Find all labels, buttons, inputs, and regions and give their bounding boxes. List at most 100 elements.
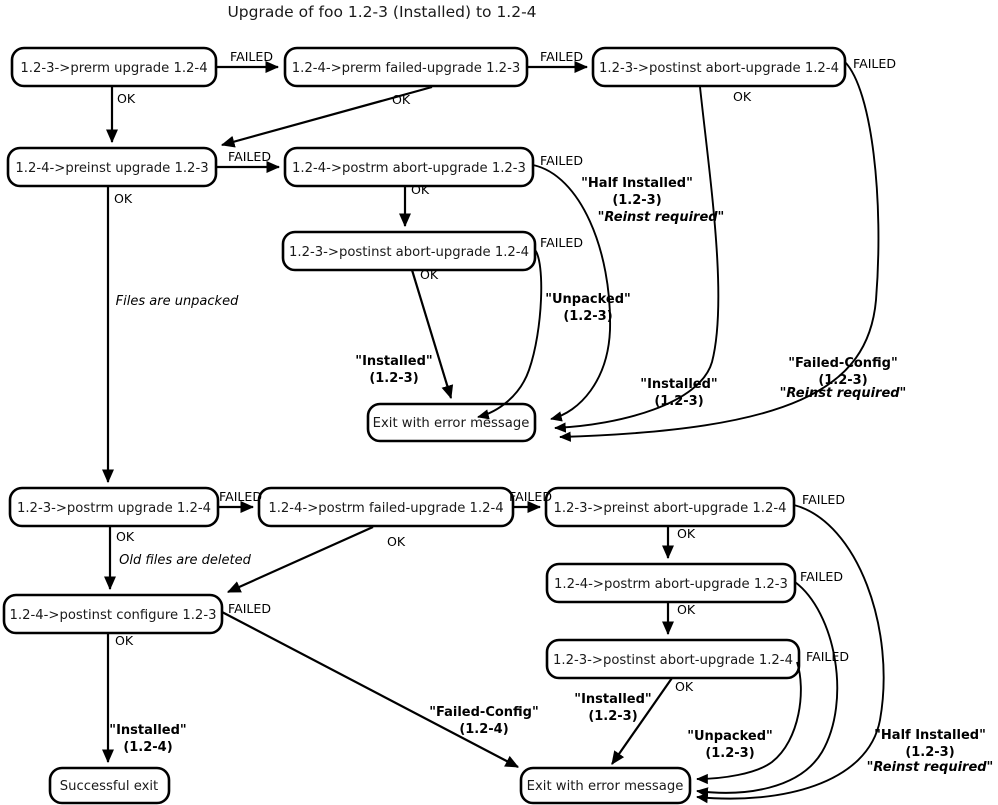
note-old-files-deleted: Old files are deleted (119, 553, 252, 568)
state-failed-config-line3: "Reinst required" (780, 386, 907, 401)
state-installed-line1: "Installed" (355, 354, 432, 369)
state-installed-mid-line2: (1.2-3) (588, 709, 637, 724)
node-postinst-configure[interactable]: 1.2-4->postinst configure 1.2-3 (2, 593, 224, 635)
edge-label-ok: OK (115, 633, 134, 648)
edge-label-failed: FAILED (540, 235, 583, 250)
state-half-installed-line3: "Reinst required" (598, 210, 725, 225)
state-half-installed-line2: (1.2-3) (612, 193, 661, 208)
edge-label-ok: OK (387, 534, 406, 549)
node-prerm-upgrade[interactable]: 1.2-3->prerm upgrade 1.2-4 (10, 46, 218, 88)
node-label: Exit with error message (527, 779, 684, 794)
edge-label-failed: FAILED (853, 56, 896, 71)
node-preinst-upgrade[interactable]: 1.2-4->preinst upgrade 1.2-3 (6, 146, 218, 188)
node-box (2, 593, 224, 635)
node-box (366, 402, 537, 443)
state-unpacked-bottom-line1: "Unpacked" (687, 729, 773, 744)
edge-postinstconfigure-failed-to-exit (221, 611, 519, 768)
state-installed-line2: (1.2-3) (369, 371, 418, 386)
edge-postinstabortmid-failed-to-exit (477, 249, 543, 420)
edge-postrmaborttop-failed-to-exit (532, 164, 611, 422)
node-box (48, 766, 171, 805)
node-preinst-abort[interactable]: 1.2-3->preinst abort-upgrade 1.2-4 (544, 486, 796, 528)
node-label: 1.2-4->postinst configure 1.2-3 (10, 608, 217, 623)
page-title: Upgrade of foo 1.2-3 (Installed) to 1.2-… (227, 3, 536, 21)
edge-label-ok: OK (411, 182, 430, 197)
node-postinst-abort-mid[interactable]: 1.2-3->postinst abort-upgrade 1.2-4 (281, 230, 537, 272)
edge-label-failed: FAILED (230, 49, 273, 64)
node-label: 1.2-3->postrm upgrade 1.2-4 (17, 501, 211, 516)
edge-label-ok: OK (677, 602, 696, 617)
state-failed-config-line1: "Failed-Config" (788, 356, 898, 371)
note-files-unpacked: Files are unpacked (116, 294, 239, 309)
node-postrm-abort-bottom[interactable]: 1.2-4->postrm abort-upgrade 1.2-3 (545, 562, 797, 604)
node-prerm-failed-upgrade[interactable]: 1.2-4->prerm failed-upgrade 1.2-3 (283, 46, 529, 88)
node-label: 1.2-4->prerm failed-upgrade 1.2-3 (292, 61, 520, 76)
node-label: Exit with error message (373, 416, 530, 431)
node-postrm-upgrade[interactable]: 1.2-3->postrm upgrade 1.2-4 (8, 486, 220, 528)
node-postinst-abort-bottom[interactable]: 1.2-3->postinst abort-upgrade 1.2-4 (545, 638, 801, 680)
edge-postinstabortmid-ok-to-exit (410, 269, 454, 400)
node-box (283, 146, 535, 188)
edge-label-ok: OK (733, 89, 752, 104)
state-half-installed-line1: "Half Installed" (581, 176, 693, 191)
edge-label-ok: OK (677, 526, 696, 541)
state-unpacked-line2: (1.2-3) (563, 309, 612, 324)
state-installed-right-line1: "Installed" (640, 377, 717, 392)
edge-label-failed: FAILED (802, 492, 845, 507)
node-label: 1.2-4->preinst upgrade 1.2-3 (15, 161, 208, 176)
edge-label-failed: FAILED (509, 489, 552, 504)
edge-label-failed: FAILED (219, 489, 262, 504)
node-postrm-abort-top[interactable]: 1.2-4->postrm abort-upgrade 1.2-3 (283, 146, 535, 188)
state-failed-config-line2: (1.2-3) (818, 373, 867, 388)
node-label: Successful exit (60, 779, 158, 794)
node-exit-error-top[interactable]: Exit with error message (366, 402, 537, 443)
state-installed-mid-line1: "Installed" (574, 692, 651, 707)
edge-postrmabortbottom-failed-to-exit (696, 581, 839, 798)
node-label: 1.2-4->postrm failed-upgrade 1.2-4 (268, 501, 503, 516)
edge-label-ok: OK (117, 91, 136, 106)
edge-label-ok: OK (114, 191, 133, 206)
edge-postinstabortbottom-ok-to-exit (611, 677, 673, 765)
edge-label-failed: FAILED (806, 649, 849, 664)
node-box (591, 46, 847, 88)
node-label: 1.2-3->prerm upgrade 1.2-4 (20, 61, 207, 76)
node-label: 1.2-3->postinst abort-upgrade 1.2-4 (289, 245, 529, 260)
node-box (545, 638, 801, 680)
edge-label-failed: FAILED (540, 153, 583, 168)
edge-postrmfailed-to-postinstconfigure (227, 525, 374, 594)
edge-postinstaborttop-ok-to-exit (554, 86, 720, 433)
state-half-installed-bottom-line2: (1.2-3) (905, 745, 954, 760)
edge-prermfailed-to-preinst (220, 85, 433, 148)
edge-postinstaborttop-failed-to-exit (559, 61, 880, 442)
edge-label-ok: OK (675, 679, 694, 694)
node-postrm-failed-upgrade[interactable]: 1.2-4->postrm failed-upgrade 1.2-4 (257, 486, 515, 528)
state-failed-config-bottom-line1: "Failed-Config" (429, 705, 539, 720)
edge-postinstabortbottom-failed-to-exit (696, 661, 802, 785)
node-exit-error-bottom[interactable]: Exit with error message (519, 766, 692, 805)
node-label: 1.2-4->postrm abort-upgrade 1.2-3 (292, 161, 526, 176)
edge-label-ok: OK (116, 529, 135, 544)
node-postinst-abort-top[interactable]: 1.2-3->postinst abort-upgrade 1.2-4 (591, 46, 847, 88)
state-half-installed-bottom-line3: "Reinst required" (867, 760, 994, 775)
node-label: 1.2-4->postrm abort-upgrade 1.2-3 (554, 577, 788, 592)
edge-label-failed: FAILED (228, 149, 271, 164)
state-half-installed-bottom-line1: "Half Installed" (874, 728, 986, 743)
edge-label-failed: FAILED (228, 601, 271, 616)
node-successful-exit[interactable]: Successful exit (48, 766, 171, 805)
edge-preinstabort-failed-to-exit (696, 504, 885, 804)
state-failed-config-bottom-line2: (1.2-4) (459, 722, 508, 737)
state-unpacked-bottom-line2: (1.2-3) (705, 746, 754, 761)
state-unpacked-line1: "Unpacked" (545, 292, 631, 307)
state-installed-bottom-line2: (1.2-4) (123, 740, 172, 755)
edge-label-failed: FAILED (800, 569, 843, 584)
state-installed-right-line2: (1.2-3) (654, 394, 703, 409)
node-box (519, 766, 692, 805)
edge-label-ok: OK (392, 92, 411, 107)
node-label: 1.2-3->postinst abort-upgrade 1.2-4 (599, 61, 839, 76)
node-label: 1.2-3->postinst abort-upgrade 1.2-4 (553, 653, 793, 668)
edge-label-failed: FAILED (540, 49, 583, 64)
node-label: 1.2-3->preinst abort-upgrade 1.2-4 (553, 501, 786, 516)
edge-label-ok: OK (420, 267, 439, 282)
